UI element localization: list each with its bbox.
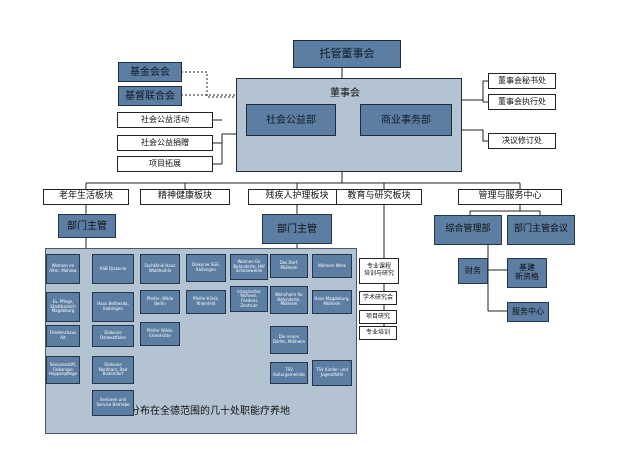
build-asset-box: 基建 新资格: [507, 258, 547, 288]
facility-box: Pfeifer Wilde, Eisenhütte: [140, 322, 180, 346]
facility-box: Senioren und Service Betriebe: [92, 390, 134, 416]
facility-box: Fachklinik Haus Waldmühle: [140, 254, 180, 284]
foundation-union-box: 基督联合会: [118, 86, 182, 106]
segment-disability: 残疾人护理板块: [248, 189, 346, 205]
social-item-box: 项目拓展: [117, 156, 213, 172]
dept-head-elderly: 部门主管: [58, 214, 116, 238]
facility-box: Haus Bethesda, Kalbingen: [92, 292, 134, 322]
finance-box: 财务: [458, 258, 488, 284]
facility-box: Wohnen Werk: [312, 254, 352, 278]
secretariat-box: 董事会秘书处: [488, 73, 556, 89]
facility-box: Ev. Pflege, Stadtbereich Magdeburg: [46, 292, 80, 322]
segment-mental: 精神健康板块: [140, 189, 230, 205]
segment-management: 管理与服务中心: [458, 189, 562, 205]
education-item-box: 专业培训: [359, 326, 397, 340]
dept-heads-meeting-box: 部门主管会议: [507, 215, 575, 245]
social-item-box: 社会公益活动: [117, 112, 213, 128]
facility-box: Pfeifer, Wilde Berlin: [140, 290, 180, 314]
facility-box: TSV Kulturgemeinde: [270, 362, 308, 384]
business-department-box: 商业事务部: [360, 104, 452, 136]
trustees-box: 托管董事会: [293, 40, 401, 68]
service-center-box: 服务中心: [507, 302, 549, 322]
facility-box: Seniorenstift, Falkensee Hoppenpflege: [46, 356, 80, 384]
facility-box: Wohnheim für Behinderte, Mülheim: [270, 286, 308, 314]
facility-box: Diakonie Nordharz, Bad Bodendorf: [92, 356, 134, 384]
facility-box: Pfeifer-Klinik, Rheinfeld: [186, 290, 226, 314]
social-item-box: 社会公益捐赠: [117, 135, 213, 151]
foundation-council-box: 基金会会: [118, 62, 182, 82]
facility-box: Integriertes Wohnen, Friedens Zentrum: [230, 286, 268, 312]
education-item-box: 项目研究: [359, 310, 397, 324]
facility-box: Haus Magdeburg, Mülheim: [312, 290, 352, 314]
facility-box: Wohnen im Alter, Mahlow: [46, 254, 80, 284]
dept-head-disability: 部门主管: [262, 214, 332, 244]
facility-box: Diakonie Ostwestfalen: [92, 325, 134, 347]
executive-box: 董事会执行处: [488, 94, 556, 110]
education-course-box: 专业课程 培训与研究: [359, 258, 399, 284]
facility-box: ASB Diakonie: [92, 254, 134, 284]
education-course-label: 专业课程: [366, 263, 391, 271]
segment-elderly: 老年生活板块: [43, 189, 129, 205]
education-item-box: 学术研究会: [359, 291, 397, 305]
region-caption: 分布在全德范围的几十处职能疗养地: [130, 406, 290, 417]
facility-box: Friedenshaus Alt: [46, 325, 80, 347]
facility-box: Diakonie SGE, Kalbingen: [186, 254, 226, 282]
facility-box: TSV Kinder- und Jugendhilfe: [312, 360, 352, 386]
education-training-label: 培训与研究: [363, 270, 394, 277]
facility-box: Das Dorf, Mülheim: [270, 254, 308, 278]
segment-education: 教育与研究板块: [336, 189, 422, 205]
social-department-box: 社会公益部: [246, 104, 336, 136]
board-title: 董事会: [330, 88, 360, 99]
general-management-box: 综合管理部: [434, 215, 502, 245]
new-asset-label: 新资格: [515, 272, 539, 281]
resolution-box: 决议修订处: [488, 133, 556, 149]
facility-box: Wohnen für Behinderte, Hilf Schöneweide: [230, 254, 268, 280]
build-label: 基建: [519, 263, 535, 273]
facility-box: Die neuen Dörfer, Mülheim: [270, 326, 308, 354]
